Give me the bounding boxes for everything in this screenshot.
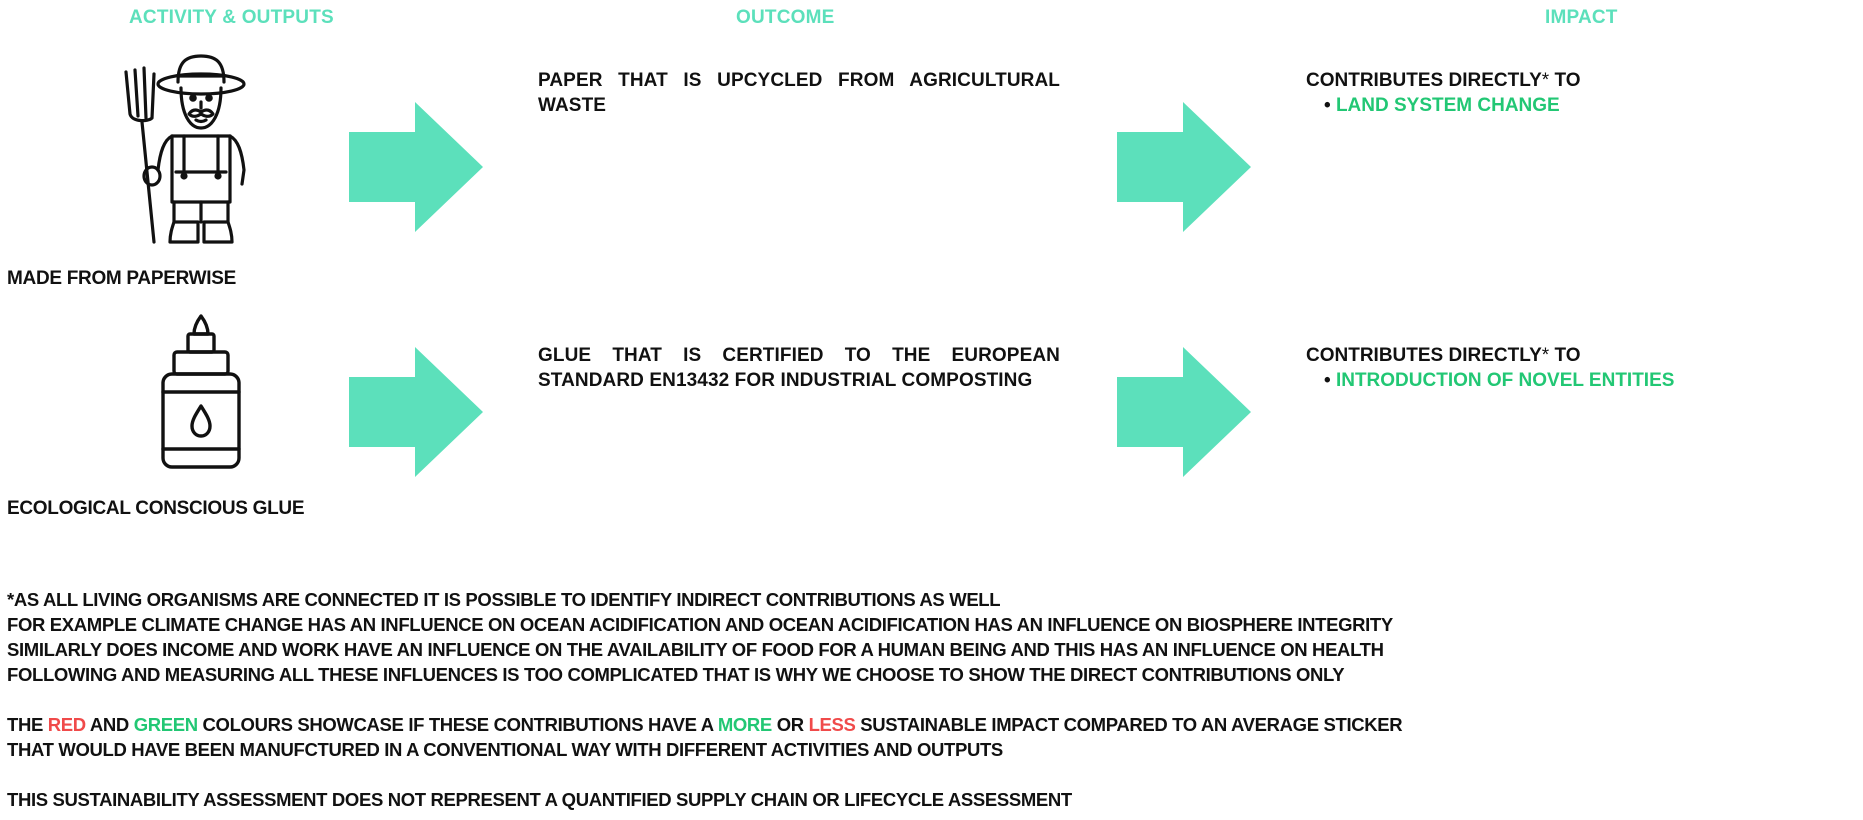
impact-item: • INTRODUCTION OF NOVEL ENTITIES (1306, 368, 1674, 393)
colour-note-text: AND (85, 714, 134, 735)
arrow-right-icon (1117, 102, 1251, 232)
arrow-right-icon (1117, 347, 1251, 477)
impact-item-novel-entities: INTRODUCTION OF NOVEL ENTITIES (1335, 370, 1675, 391)
red-word: RED (47, 714, 86, 735)
header-impact: IMPACT (1545, 7, 1618, 28)
green-word: GREEN (133, 714, 198, 735)
impact-block-glue: CONTRIBUTES DIRECTLY* TO • INTRODUCTION … (1306, 343, 1674, 393)
impact-suffix: TO (1549, 345, 1581, 366)
impact-suffix: TO (1549, 70, 1581, 91)
header-outcome: OUTCOME (736, 7, 835, 28)
colour-note-line-2: THAT WOULD HAVE BEEN MANUFCTURED IN A CO… (7, 739, 1003, 760)
impact-heading: CONTRIBUTES DIRECTLY* TO (1306, 343, 1674, 368)
impact-item-land-system-change: LAND SYSTEM CHANGE (1335, 95, 1560, 116)
impact-heading: CONTRIBUTES DIRECTLY* TO (1306, 68, 1581, 93)
footnote-line: *AS ALL LIVING ORGANISMS ARE CONNECTED I… (7, 589, 1001, 610)
outcome-text-paper: PAPER THAT IS UPCYCLED FROM AGRICULTURAL… (538, 70, 1060, 116)
colour-note-text: SUSTAINABLE IMPACT COMPARED TO AN AVERAG… (855, 714, 1403, 735)
asterisk: * (1541, 70, 1550, 91)
impact-prefix: CONTRIBUTES DIRECTLY (1306, 345, 1542, 366)
arrow-right-icon (349, 347, 483, 477)
footnote-line: SIMILARLY DOES INCOME AND WORK HAVE AN I… (7, 639, 1384, 660)
impact-item: • LAND SYSTEM CHANGE (1306, 93, 1581, 118)
activity-label-glue: ECOLOGICAL CONSCIOUS GLUE (7, 498, 305, 519)
impact-prefix: CONTRIBUTES DIRECTLY (1306, 70, 1542, 91)
colour-note-text: OR (771, 714, 809, 735)
bullet: • (1324, 370, 1331, 391)
colour-note: THE RED AND GREEN COLOURS SHOWCASE IF TH… (7, 712, 1403, 762)
colour-note-line-1: THE RED AND GREEN COLOURS SHOWCASE IF TH… (7, 712, 1403, 737)
footnote-block: *AS ALL LIVING ORGANISMS ARE CONNECTED I… (7, 587, 1393, 687)
more-word: MORE (717, 714, 772, 735)
disclaimer: THIS SUSTAINABILITY ASSESSMENT DOES NOT … (7, 789, 1072, 810)
impact-block-paper: CONTRIBUTES DIRECTLY* TO • LAND SYSTEM C… (1306, 68, 1581, 118)
outcome-text-glue: GLUE THAT IS CERTIFIED TO THE EUROPEAN S… (538, 345, 1060, 391)
footnote-line: FOLLOWING AND MEASURING ALL THESE INFLUE… (7, 664, 1345, 685)
activity-label-paperwise: MADE FROM PAPERWISE (7, 268, 236, 289)
asterisk: * (1541, 345, 1550, 366)
footnote-line: FOR EXAMPLE CLIMATE CHANGE HAS AN INFLUE… (7, 614, 1393, 635)
arrow-right-icon (349, 102, 483, 232)
bullet: • (1324, 95, 1331, 116)
less-word: LESS (808, 714, 856, 735)
farmer-icon (112, 52, 260, 255)
header-activity-outputs: ACTIVITY & OUTPUTS (129, 7, 334, 28)
colour-note-text: THE (7, 714, 48, 735)
glue-bottle-icon (160, 314, 242, 475)
colour-note-text: COLOURS SHOWCASE IF THESE CONTRIBUTIONS … (197, 714, 718, 735)
